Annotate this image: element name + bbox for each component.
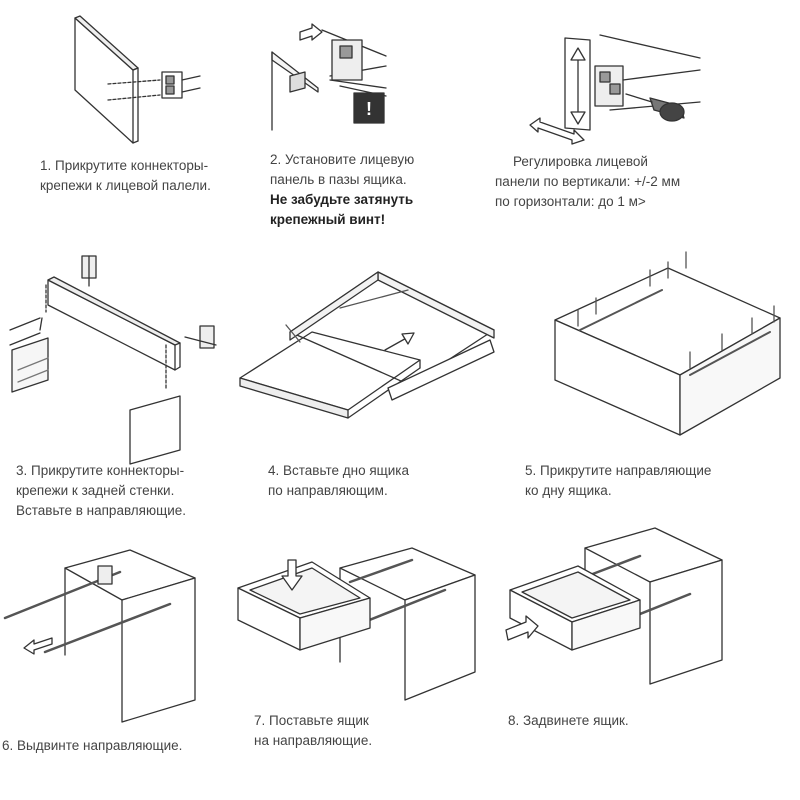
caption-line: крепежи к лицевой палели. (40, 178, 211, 193)
step6-illustration (5, 550, 195, 722)
arrow-right-icon (300, 24, 322, 40)
step4-illustration (240, 272, 494, 418)
caption-line: панели по вертикали: +/-2 мм (495, 174, 681, 189)
caption-line: 1. Прикрутите коннекторы- (40, 158, 209, 173)
connector-bracket-icon (162, 72, 200, 98)
step7-illustration (238, 548, 475, 700)
arrow-updown-icon (571, 48, 585, 124)
warning-line: Не забудьте затянуть (270, 192, 414, 207)
step1-illustration (75, 16, 200, 143)
screwdriver-icon (626, 94, 685, 122)
caption-line: 7. Поставьте ящик (254, 713, 369, 728)
caption-line: панель в пазы ящика. (270, 172, 407, 187)
step6-caption: 6. Выдвинте направляющие. (2, 736, 182, 756)
caption-line: крепежи к задней стенки. (16, 483, 175, 498)
caption-line: 6. Выдвинте направляющие. (2, 738, 183, 753)
caption-line: Регулировка лицевой (513, 154, 648, 169)
step5-caption: 5. Прикрутите направляющие ко дну ящика. (525, 461, 711, 501)
arrow-down-icon (282, 560, 302, 590)
adjustment-illustration (530, 35, 700, 144)
step8-illustration (506, 528, 722, 684)
caption-line: Вставьте в направляющие. (16, 503, 187, 518)
caption-line: 4. Вставьте дно ящика (268, 463, 410, 478)
caption-line: по горизонтали: до 1 м> (495, 194, 646, 209)
caption-line: ко дну ящика. (525, 483, 612, 498)
warning-icon: ! (354, 93, 384, 123)
warning-line: крепежный винт! (270, 212, 386, 227)
caption-line: на направляющие. (254, 733, 373, 748)
warning-mark: ! (366, 99, 372, 119)
caption-line: 2. Установите лицевую (270, 152, 415, 167)
caption-line: 5. Прикрутите направляющие (525, 463, 712, 478)
caption-line: по направляющим. (268, 483, 388, 498)
adjustment-caption: Регулировка лицевой панели по вертикали:… (495, 152, 680, 212)
step8-caption: 8. Задвинете ящик. (508, 711, 629, 731)
step5-illustration (555, 252, 780, 435)
step7-caption: 7. Поставьте ящик на направляющие. (254, 711, 372, 751)
arrow-insert-icon (385, 333, 414, 350)
step1-caption: 1. Прикрутите коннекторы- крепежи к лице… (40, 156, 211, 196)
step3-caption: 3. Прикрутите коннекторы- крепежи к задн… (16, 461, 186, 521)
arrow-left-icon (24, 638, 52, 654)
arrow-push-icon (506, 616, 538, 640)
step2-illustration: ! (272, 24, 386, 130)
step4-caption: 4. Вставьте дно ящика по направляющим. (268, 461, 409, 501)
caption-line: 3. Прикрутите коннекторы- (16, 463, 185, 478)
step3-illustration (10, 256, 216, 464)
step2-caption: 2. Установите лицевую панель в пазы ящик… (270, 150, 414, 230)
caption-line: 8. Задвинете ящик. (508, 713, 629, 728)
arrow-leftright-icon (530, 118, 584, 144)
